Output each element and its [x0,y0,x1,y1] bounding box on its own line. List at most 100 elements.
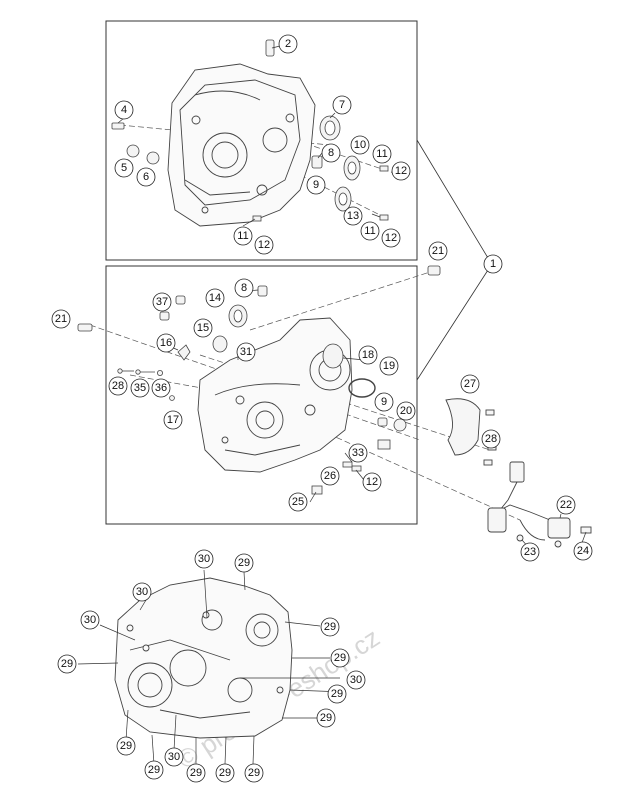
svg-text:1: 1 [490,258,496,270]
callout-11a: 11 [372,144,392,164]
callout-29-right-1: 29 [320,617,340,637]
callout-35: 35 [130,378,150,398]
callout-29-right-2: 29 [330,648,350,668]
svg-text:13: 13 [347,210,359,222]
svg-text:29: 29 [324,621,336,633]
seal-20 [393,418,407,432]
callout-29-bottom-4: 29 [215,763,235,783]
callout-21-right: 21 [428,241,448,261]
callout-17: 17 [163,410,183,430]
svg-text:29: 29 [248,767,260,779]
svg-text:6: 6 [143,171,149,183]
pin-37a [175,295,186,305]
svg-text:26: 26 [324,470,336,482]
bearing-18 [322,343,344,369]
svg-text:10: 10 [354,139,366,151]
svg-text:29: 29 [219,767,231,779]
callout-29-bottom-3: 29 [186,763,206,783]
callout-4: 4 [114,100,134,120]
callout-20: 20 [396,401,416,421]
seal-5 [126,144,140,158]
seal-15 [212,335,228,353]
svg-text:29: 29 [238,557,250,569]
callout-12a: 12 [391,161,411,181]
screw-26 [342,461,353,468]
screw-12c [252,215,262,222]
dowel-pin-2 [265,39,275,57]
callout-8: 8 [321,143,341,163]
svg-text:29: 29 [61,658,73,670]
callout-13: 13 [343,206,363,226]
crankcase-bottom-view [114,577,293,739]
upper-small-parts [111,39,389,222]
svg-text:33: 33 [352,447,364,459]
screw-12b [379,214,389,221]
svg-text:9: 9 [381,396,387,408]
lower-case-frame [105,265,418,525]
callout-12b: 12 [381,228,401,248]
cover-27 [445,398,497,466]
callout-15: 15 [193,318,213,338]
callout-9-lower: 9 [374,392,394,412]
bearing-6 [146,151,160,165]
svg-text:11: 11 [237,230,248,242]
callout-33: 33 [348,443,368,463]
callout-30-left-mid: 30 [80,610,100,630]
callout-29-bottom-2: 29 [144,760,164,780]
callout-30-left-upper: 30 [132,582,152,602]
screw-4 [111,122,125,130]
svg-text:19: 19 [383,360,395,372]
callout-10: 10 [350,135,370,155]
callout-24: 24 [573,541,593,561]
callout-27: 27 [460,374,480,394]
svg-text:8: 8 [241,282,247,294]
sleeve-9-lower [377,417,388,427]
dowel-21-left [77,323,93,332]
callout-30-top: 30 [194,549,214,569]
svg-text:30: 30 [198,553,210,565]
callout-7: 7 [332,95,352,115]
callout-29-top: 29 [234,553,254,573]
pin-37b [159,311,170,321]
sensor-harness-22-24 [487,461,592,548]
svg-text:12: 12 [395,165,407,177]
callout-29-right-3: 29 [327,684,347,704]
callout-6: 6 [136,167,156,187]
callout-12-lower: 12 [362,472,382,492]
svg-text:22: 22 [560,499,572,511]
callout-2: 2 [278,34,298,54]
svg-text:21: 21 [55,313,67,325]
svg-text:29: 29 [190,767,202,779]
svg-text:37: 37 [156,296,168,308]
svg-text:30: 30 [84,614,96,626]
callout-14: 14 [205,288,225,308]
screw-25 [311,485,323,495]
callout-9: 9 [306,175,326,195]
svg-text:23: 23 [524,546,536,558]
svg-text:5: 5 [121,162,127,174]
svg-text:14: 14 [209,292,221,304]
svg-text:7: 7 [339,99,345,111]
svg-text:12: 12 [258,239,270,251]
lower-crankcase-half [197,317,353,473]
callout-28-right: 28 [481,429,501,449]
assembly-lines [416,139,489,381]
callout-30-bottom: 30 [164,747,184,767]
callout-8-lower: 8 [234,278,254,298]
bracket-16 [177,344,191,361]
svg-text:18: 18 [362,349,374,361]
svg-text:9: 9 [313,179,319,191]
svg-text:30: 30 [168,751,180,763]
callout-23: 23 [520,542,540,562]
callout-28-left: 28 [108,376,128,396]
svg-text:29: 29 [148,764,160,776]
callout-37: 37 [152,292,172,312]
screw-row-28-35-36 [117,368,175,401]
screw-12a [379,165,389,172]
svg-text:24: 24 [577,545,589,557]
callout-11b: 11 [360,221,380,241]
sleeve-8-lower [257,285,268,297]
callout-16: 16 [156,333,176,353]
svg-text:4: 4 [121,104,127,116]
svg-text:11: 11 [364,225,375,237]
